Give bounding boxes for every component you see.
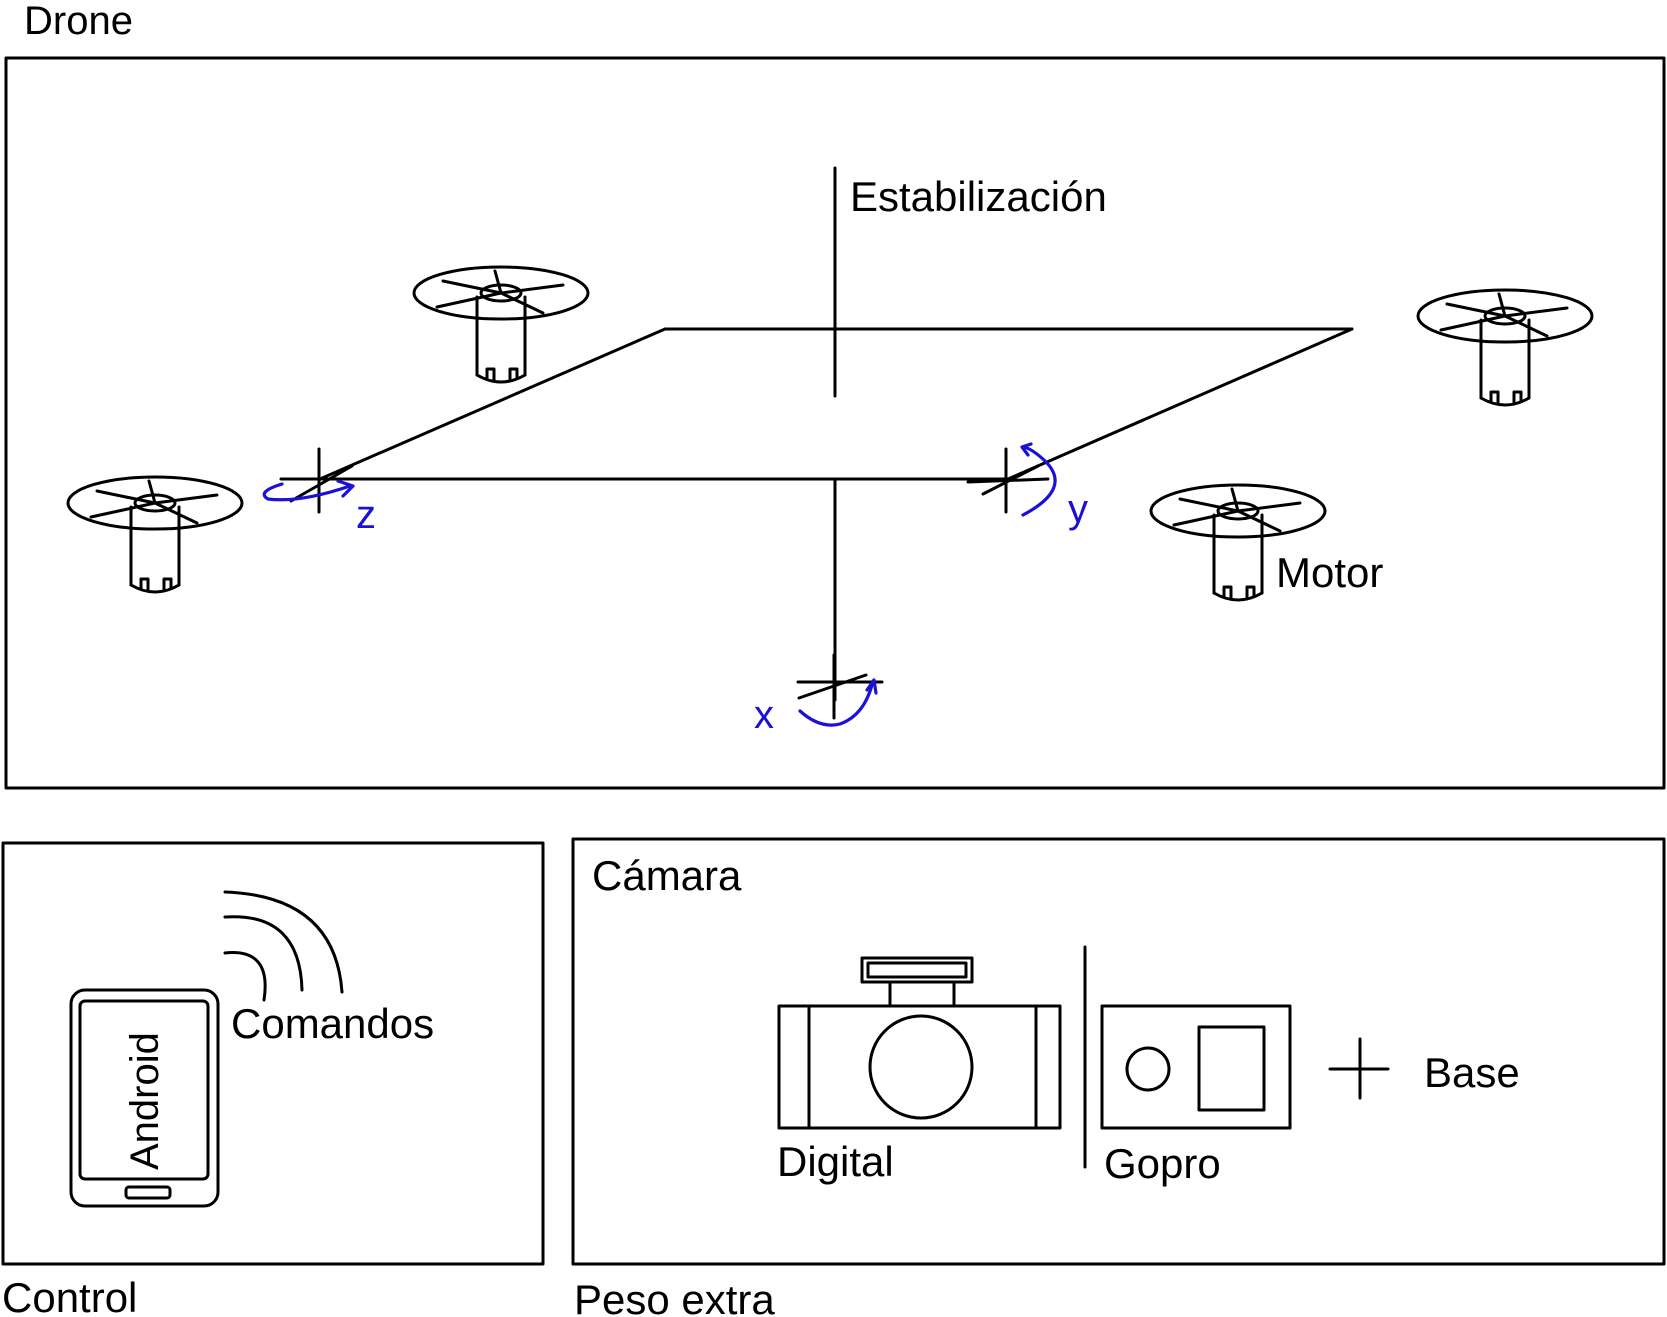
motor-rotor-back-right bbox=[1416, 288, 1594, 407]
y-rotation-arrow bbox=[1020, 442, 1057, 517]
control-title: Control bbox=[2, 1274, 137, 1317]
digital-label: Digital bbox=[777, 1138, 894, 1185]
drone-title: Drone bbox=[24, 0, 133, 43]
gopro-label: Gopro bbox=[1104, 1140, 1221, 1187]
stabilization-label: Estabilización bbox=[850, 173, 1107, 220]
z-rotation-arrow bbox=[262, 479, 355, 502]
motor-label: Motor bbox=[1276, 549, 1383, 596]
android-device-icon bbox=[69, 988, 220, 1208]
signal-waves-icon bbox=[223, 890, 344, 1002]
android-label: Android bbox=[123, 1032, 167, 1170]
z-axis-marker bbox=[279, 447, 357, 514]
x-axis-marker bbox=[796, 653, 884, 720]
frame-right-edge bbox=[1006, 327, 1354, 481]
commands-label: Comandos bbox=[231, 1000, 434, 1047]
x-rotation-arrow bbox=[798, 678, 878, 727]
y-axis-label: y bbox=[1068, 487, 1088, 531]
gopro-camera-icon bbox=[1100, 1004, 1292, 1130]
z-axis-label: z bbox=[356, 493, 376, 537]
digital-camera-icon bbox=[777, 956, 1062, 1130]
x-axis-label: x bbox=[754, 693, 774, 737]
frame-left-edge bbox=[318, 327, 667, 481]
motor-rotor-back-left bbox=[412, 265, 590, 384]
extra-weight-title: Peso extra bbox=[574, 1276, 775, 1317]
motor-rotor-front-left bbox=[66, 475, 244, 594]
drone-panel bbox=[4, 56, 1666, 790]
control-panel bbox=[1, 841, 545, 1266]
y-axis-marker bbox=[966, 447, 1050, 514]
extra-weight-panel bbox=[571, 837, 1666, 1266]
plus-icon bbox=[1328, 1037, 1390, 1100]
camera-title: Cámara bbox=[592, 852, 742, 899]
base-label: Base bbox=[1424, 1049, 1520, 1096]
